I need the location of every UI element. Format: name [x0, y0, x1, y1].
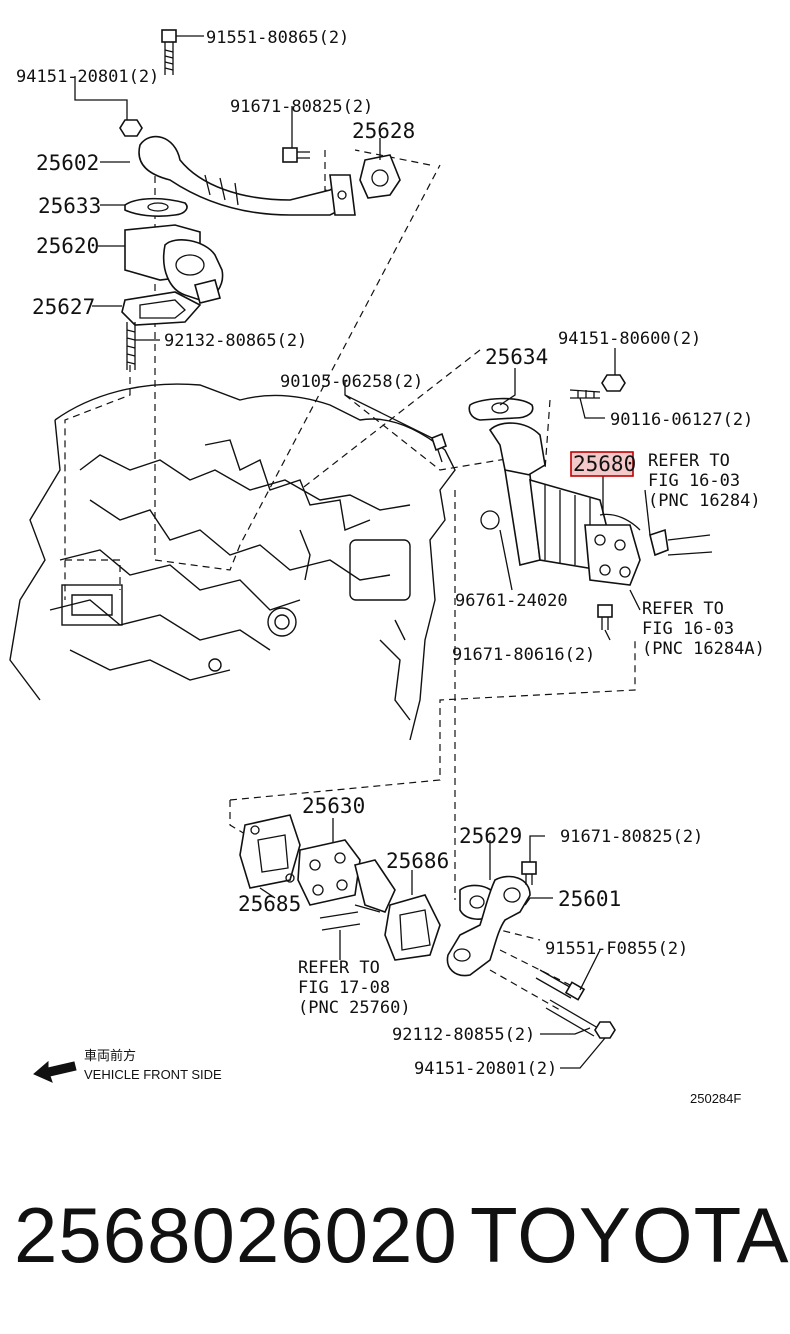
label-25602: 25602: [36, 151, 99, 175]
label-25680: 25680: [573, 452, 636, 476]
bolt-91671-80825-bottom: [521, 861, 537, 885]
label-90116-06127: 90116-06127(2): [610, 410, 753, 430]
nut-top: [119, 119, 143, 137]
parts-diagram: 91551-80865(2) 94151-20801(2) 91671-8082…: [9, 28, 765, 1106]
label-refer1-line1: REFER TO: [648, 451, 730, 471]
label-91551-80865: 91551-80865(2): [206, 28, 349, 48]
label-refer3-line1: REFER TO: [298, 958, 380, 978]
leader-lines: [74, 35, 651, 1069]
gasket-25685: [239, 814, 301, 889]
egr-cooler-25680: [480, 422, 713, 586]
egr-pipe-upper: [138, 135, 356, 216]
bolt-small-top: [282, 147, 310, 163]
label-92132-80865: 92132-80865(2): [164, 331, 307, 351]
label-25634: 25634: [485, 345, 548, 369]
highlight-box-25680: [570, 451, 634, 477]
engine-outline: [9, 383, 456, 741]
label-91671-80825-top: 91671-80825(2): [230, 97, 373, 117]
label-25633: 25633: [38, 194, 101, 218]
part-number-caption: 2568026020: [14, 1191, 458, 1279]
label-25620: 25620: [36, 234, 99, 258]
label-refer2-line1: REFER TO: [642, 599, 724, 619]
label-front-en: VEHICLE FRONT SIDE: [84, 1067, 222, 1082]
valve-25630: [297, 839, 396, 913]
label-refer3-line3: (PNC 25760): [298, 998, 411, 1018]
egr-valve-25620: [124, 224, 224, 304]
label-refer1-line3: (PNC 16284): [648, 491, 761, 511]
label-96761-24020: 96761-24020: [455, 591, 568, 611]
label-25630: 25630: [302, 794, 365, 818]
label-94151-80600: 94151-80600(2): [558, 329, 701, 349]
label-refer2-line3: (PNC 16284A): [642, 639, 765, 659]
arrow-left-icon: [33, 1060, 77, 1083]
label-refer2-line2: FIG 16-03: [642, 619, 734, 639]
label-91671-80616: 91671-80616(2): [452, 645, 595, 665]
pipe-25601: [446, 875, 531, 977]
bolt-91671-80616: [597, 604, 613, 630]
gasket-25634: [468, 397, 534, 421]
gasket-25627: [121, 291, 202, 326]
brand-caption: TOYOTA: [470, 1191, 790, 1279]
vehicle-front-indicator: 車両前方 VEHICLE FRONT SIDE: [33, 1048, 222, 1083]
bolt-91551-f0855: [535, 969, 586, 1001]
bolt-90105: [431, 432, 447, 463]
label-91551-f0855: 91551-F0855(2): [545, 939, 688, 959]
label-25686: 25686: [386, 849, 449, 873]
bolt-top: [161, 29, 177, 75]
label-refer3-line2: FIG 17-08: [298, 978, 390, 998]
stud-92132: [126, 322, 136, 370]
stud-92112: [545, 999, 599, 1037]
figure-code: 250284F: [690, 1091, 741, 1106]
label-refer1-line2: FIG 16-03: [648, 471, 740, 491]
guide-lines: [64, 140, 636, 1011]
gasket-25633: [124, 197, 188, 217]
label-91671-80825-bottom: 91671-80825(2): [560, 827, 703, 847]
nut-94151-bottom: [594, 1021, 616, 1039]
label-94151-20801-top: 94151-20801(2): [16, 67, 159, 87]
label-90105-06258: 90105-06258(2): [280, 372, 423, 392]
gasket-25628: [359, 154, 401, 199]
gasket-25686: [384, 894, 441, 961]
label-25629: 25629: [459, 824, 522, 848]
label-25628: 25628: [352, 119, 415, 143]
label-92112-80855: 92112-80855(2): [392, 1025, 535, 1045]
bolt-90116: [569, 389, 601, 399]
label-25601: 25601: [558, 887, 621, 911]
pipe-refer-25760: [319, 911, 361, 931]
label-94151-20801-bottom: 94151-20801(2): [414, 1059, 557, 1079]
nut-94151-80600: [601, 374, 626, 392]
label-25627: 25627: [32, 295, 95, 319]
label-25685: 25685: [238, 892, 301, 916]
label-front-jp: 車両前方: [84, 1048, 136, 1063]
